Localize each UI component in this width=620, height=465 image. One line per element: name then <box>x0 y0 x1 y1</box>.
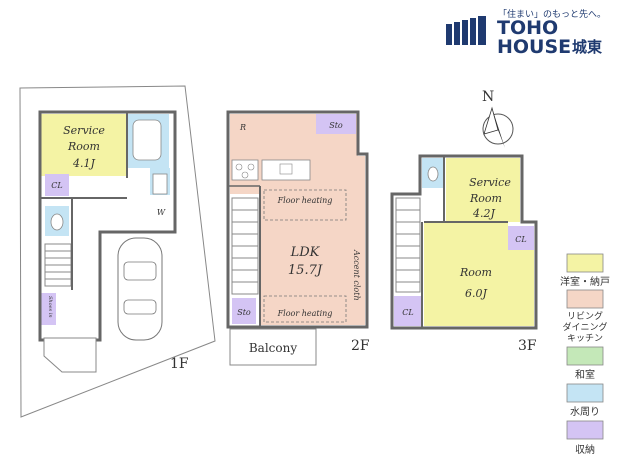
closet-1f-label: CL <box>51 181 62 190</box>
shoes-1f-label: Shoes in <box>47 296 53 318</box>
storage-2f-top <box>316 114 356 134</box>
toho-house-logo: 「住まい」のもっと先へ。 TOHO HOUSE 城東 <box>446 8 606 58</box>
kitchen-counter <box>261 159 311 181</box>
legend-label-ldk-2: ダイニング <box>562 321 607 333</box>
ldk-size: 15.7J <box>288 263 323 278</box>
floor-heating-area-bottom <box>263 295 347 323</box>
ldk-2f <box>230 114 365 325</box>
toilet-icon <box>50 213 64 231</box>
legend-swatch-ldk <box>566 289 604 309</box>
service-room-1f-label1: Service <box>63 124 105 137</box>
floor-label-2f: 2F <box>351 338 370 354</box>
walls-2f <box>226 110 369 329</box>
floor-label-1f: 1F <box>170 356 189 372</box>
legend-label-japanese: 和室 <box>575 368 595 381</box>
logo-mark <box>446 16 486 45</box>
closet-1f <box>45 174 69 196</box>
closet-3f-left <box>394 296 422 326</box>
floor-plan-2f: R Sto Sto Floor heating Floor heating LD… <box>226 110 370 366</box>
service-room-1f-size: 4.1J <box>72 157 95 170</box>
logo-tagline: 「住まい」のもっと先へ。 <box>498 8 606 20</box>
room-3f <box>424 222 534 326</box>
car-icon <box>117 237 163 341</box>
floor-heating-bottom-label: Floor heating <box>277 309 333 318</box>
legend-swatch-western <box>566 253 604 273</box>
walls-1f <box>38 110 177 342</box>
room-3f-size: 6.0J <box>465 287 487 300</box>
accent-cloth-label: Accent cloth <box>352 249 361 301</box>
storage-2f-top-label: Sto <box>329 121 343 130</box>
logo-brand-line2: HOUSE <box>497 36 571 58</box>
shoes-closet-1f <box>40 293 56 325</box>
stove-icon <box>231 159 259 181</box>
legend-label-water: 水周り <box>570 406 600 418</box>
entrance-1f <box>43 337 97 373</box>
stairs-3f <box>395 197 421 293</box>
stairs-2f <box>231 197 259 295</box>
bathtub-icon <box>132 119 162 161</box>
closet-3f-right <box>508 226 534 250</box>
closet-3f-left-label: CL <box>402 308 413 317</box>
storage-2f-bottom <box>232 298 256 324</box>
service-room-1f <box>41 114 127 176</box>
compass: N <box>482 89 514 148</box>
service-room-3f-size: 4.2J <box>472 207 495 220</box>
logo-brand-line1: TOHO <box>497 17 558 39</box>
compass-north-label: N <box>482 89 494 105</box>
service-room-3f <box>446 158 520 222</box>
legend-swatch-japanese <box>566 346 604 366</box>
room-3f-label: Room <box>459 266 492 279</box>
logo-branch: 城東 <box>572 38 602 56</box>
legend-label-storage: 収納 <box>575 443 595 456</box>
service-room-3f-label2: Room <box>469 192 502 205</box>
walk-in-area-1f <box>150 196 176 226</box>
legend-swatch-storage <box>566 420 604 440</box>
toilet-3f-icon <box>427 166 439 182</box>
floor-heating-top-label: Floor heating <box>277 196 333 205</box>
walk-in-1f-label: W <box>157 208 166 217</box>
site-boundary-1f <box>19 85 216 418</box>
service-room-3f-label1: Service <box>469 176 511 189</box>
washbasin-icon <box>152 173 168 195</box>
floor-plan-3f: Service Room 4.2J CL Room 6.0J CL 3F <box>390 154 538 354</box>
legend-label-ldk-1: リビング <box>567 310 603 322</box>
legend-swatch-water <box>566 383 604 403</box>
ldk-label: LDK <box>290 245 321 260</box>
storage-2f-bottom-label: Sto <box>237 308 251 317</box>
balcony-2f <box>229 328 317 366</box>
closet-3f-right-label: CL <box>515 235 526 244</box>
walls-3f <box>390 154 538 330</box>
r-label-2f: R <box>239 123 246 132</box>
service-room-1f-label2: Room <box>67 140 100 153</box>
legend: 洋室・納戸 リビング ダイニング キッチン 和室 水周り 収納 <box>560 253 610 456</box>
stairs-1f <box>44 243 72 287</box>
floor-heating-area-top <box>263 189 347 221</box>
compass-needle-icon <box>492 108 505 148</box>
compass-ring <box>482 113 514 145</box>
legend-label-ldk-3: キッチン <box>567 333 603 344</box>
floor-plan-1f: Service Room 4.1J CL W Shoes in 1F <box>19 85 216 418</box>
balcony-label: Balcony <box>249 341 297 355</box>
legend-label-western: 洋室・納戸 <box>560 275 610 288</box>
floor-label-3f: 3F <box>518 338 537 354</box>
sink-icon <box>279 163 293 175</box>
